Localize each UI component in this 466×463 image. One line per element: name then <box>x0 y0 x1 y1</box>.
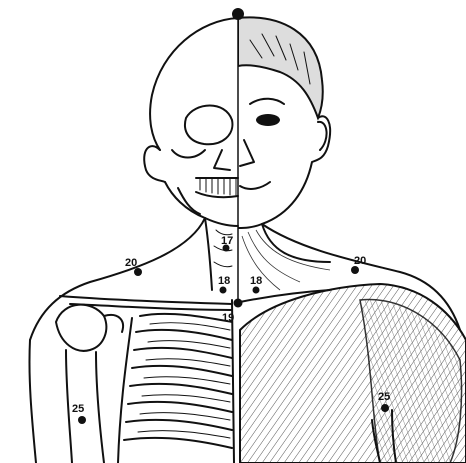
label-25-left: 25 <box>72 403 84 415</box>
point-marker-25-left <box>78 416 86 424</box>
label-20-right: 20 <box>354 255 366 267</box>
point-marker-19 <box>234 299 243 308</box>
label-19: 19 <box>222 312 234 324</box>
label-25-right: 25 <box>378 391 390 403</box>
label-20-left: 20 <box>125 257 137 269</box>
point-marker-18 <box>220 287 227 294</box>
label-18-right: 18 <box>250 275 262 287</box>
right-muscles <box>240 224 466 463</box>
label-18: 18 <box>218 275 230 287</box>
point-marker-top <box>232 8 244 20</box>
point-marker-25-right <box>381 404 389 412</box>
skull-half <box>144 18 238 226</box>
rib-cage <box>118 300 234 463</box>
point-marker-20-right <box>351 266 359 274</box>
label-17: 17 <box>221 235 233 247</box>
point-marker-18-right <box>253 287 260 294</box>
teeth <box>196 178 238 197</box>
point-marker-20-left <box>134 268 142 276</box>
face-half <box>238 17 330 228</box>
left-skeleton-shoulder <box>29 218 232 463</box>
